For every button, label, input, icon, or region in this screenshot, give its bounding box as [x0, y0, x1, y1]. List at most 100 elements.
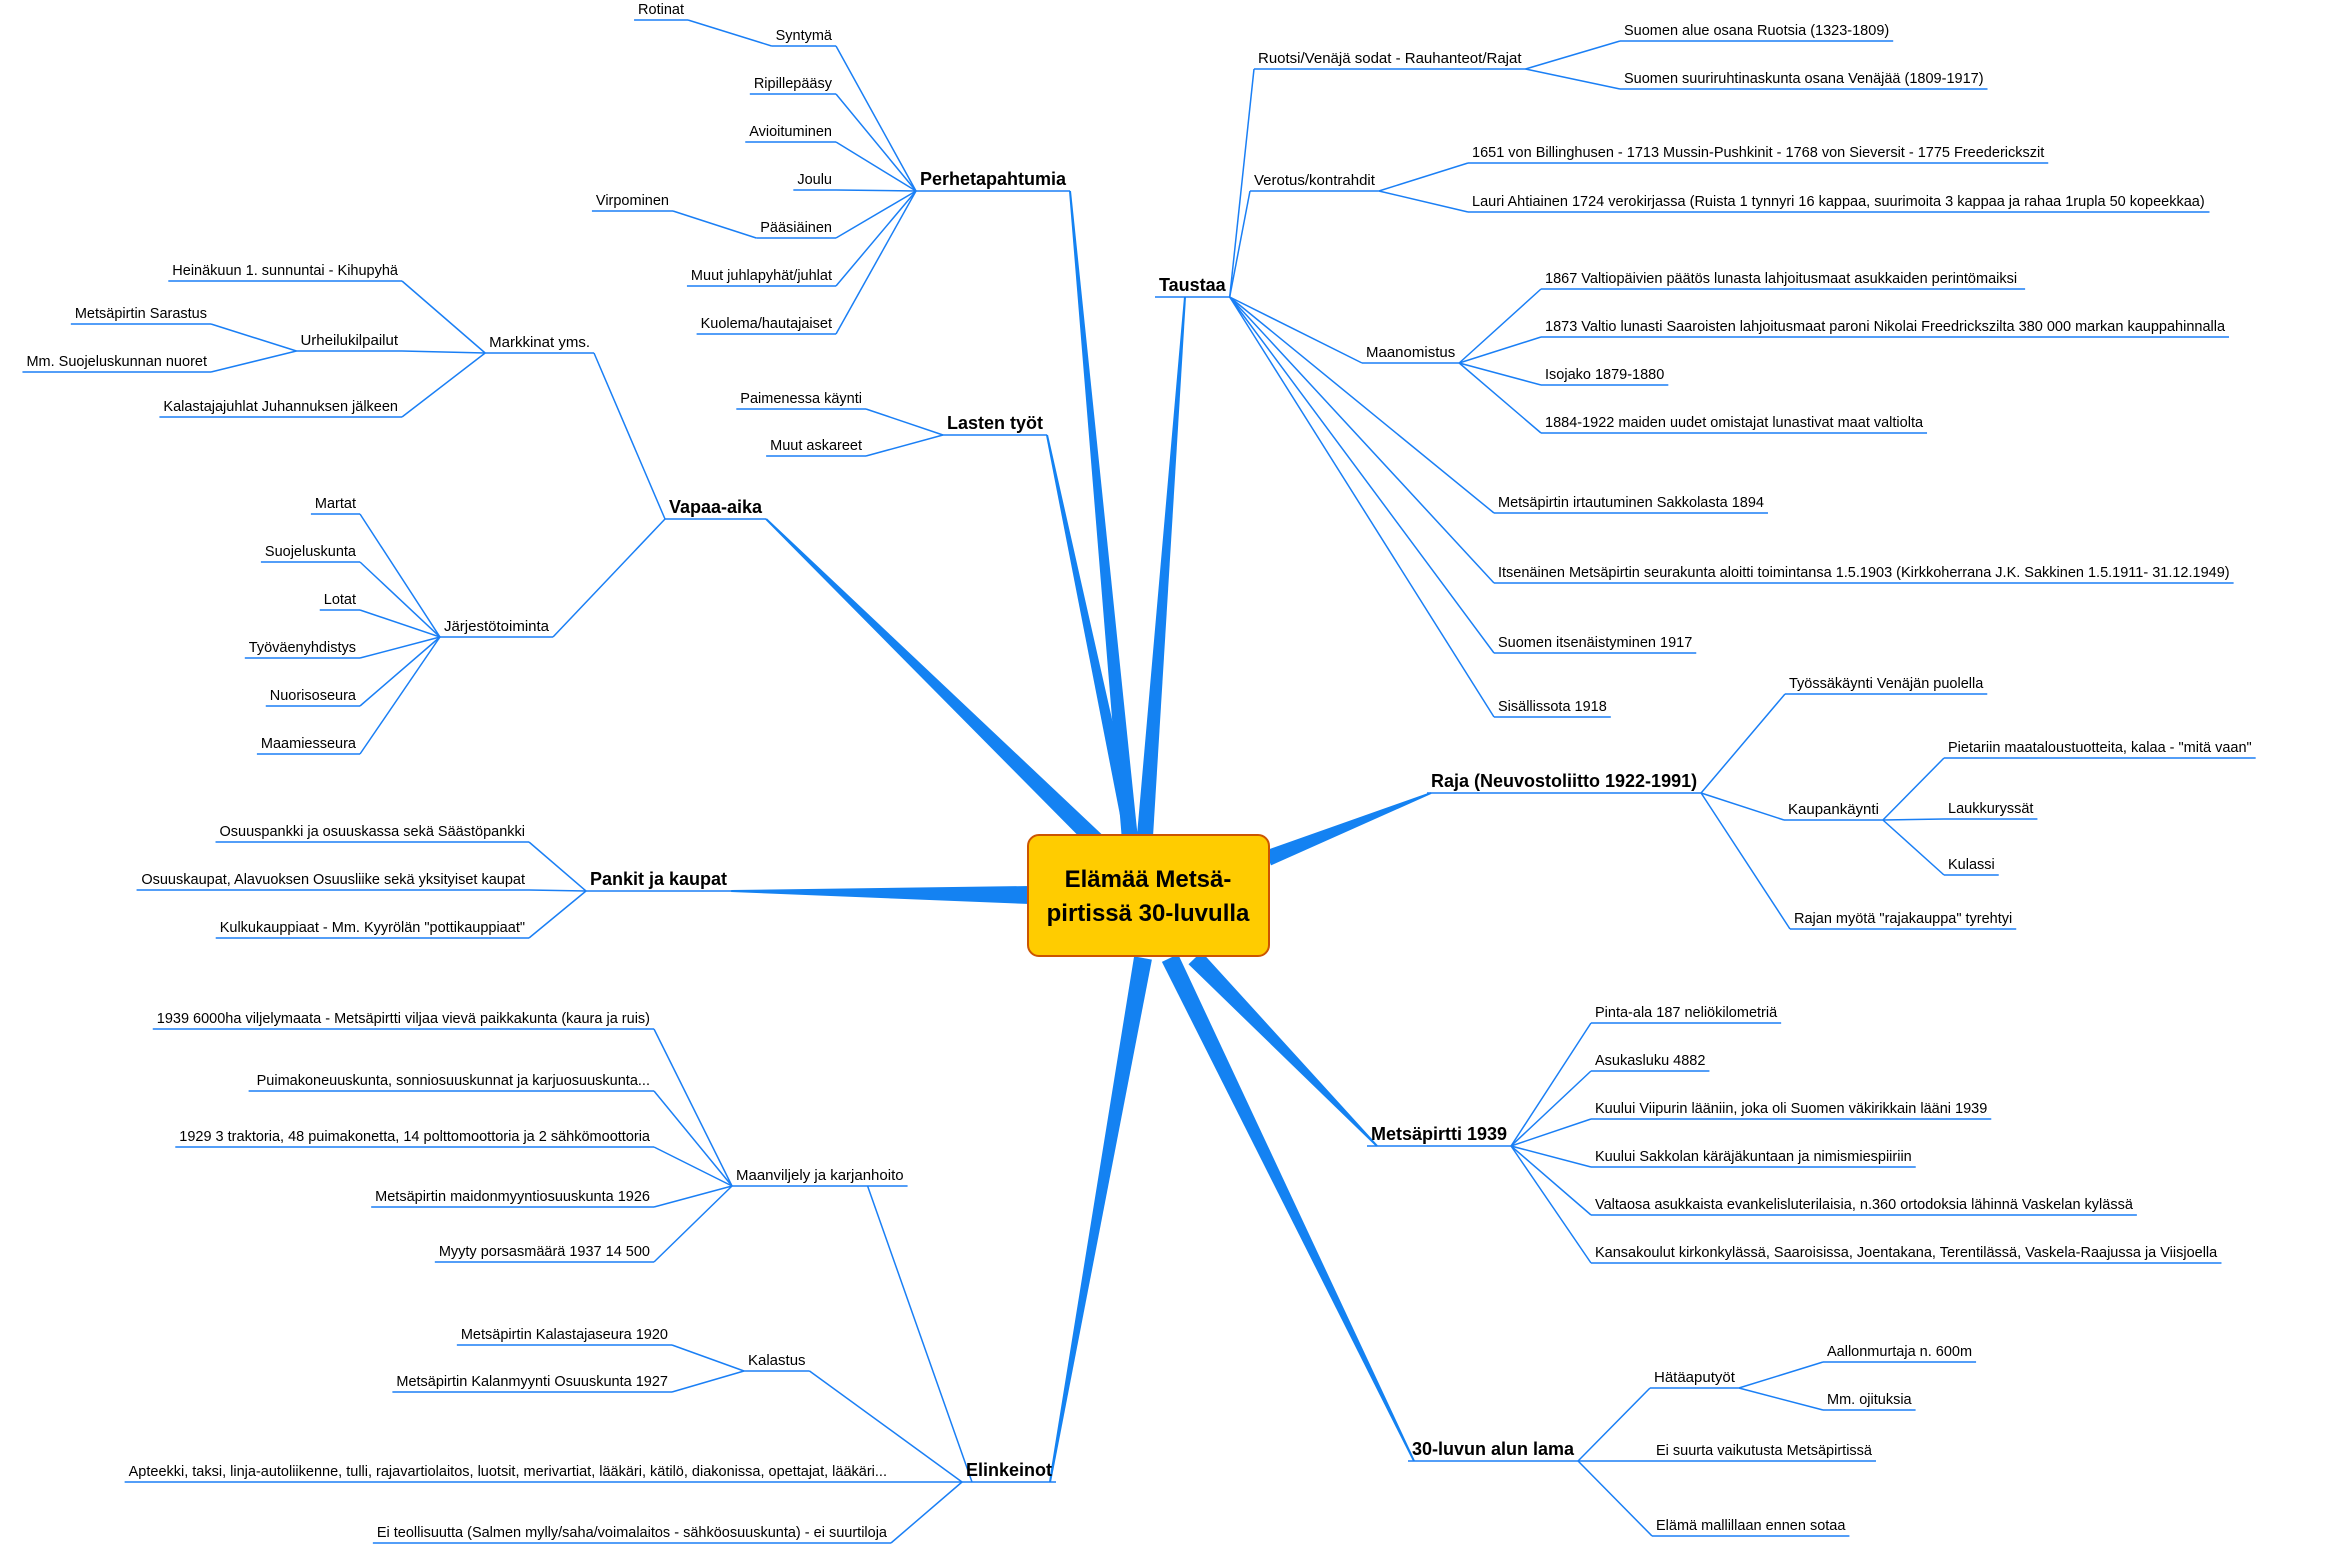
topic-suomen-suuriruhtinaskunta-osana-ven-j-18[interactable]: Suomen suuriruhtinaskunta osana Venäjää … — [1624, 71, 1984, 87]
topic-osuuspankki-ja-osuuskassa-sek-s-st-pankk[interactable]: Osuuspankki ja osuuskassa sekä Säästöpan… — [220, 824, 525, 840]
topic-aallonmurtaja-n-600m[interactable]: Aallonmurtaja n. 600m — [1827, 1344, 1972, 1360]
branch-elinkeinot[interactable]: Elinkeinot — [966, 1460, 1052, 1480]
branch-line — [1378, 190, 1469, 213]
branch-line — [359, 636, 441, 659]
topic-isojako-1879-1880[interactable]: Isojako 1879-1880 — [1545, 367, 1664, 383]
branch-lasten-tyot[interactable]: Lasten työt — [947, 413, 1043, 433]
topic-mets-pirtin-irtautuminen-sakkolasta-1894[interactable]: Metsäpirtin irtautuminen Sakkolasta 1894 — [1498, 495, 1764, 511]
topic-lauri-ahtiainen-1724-verokirjassa-ruista[interactable]: Lauri Ahtiainen 1724 verokirjassa (Ruist… — [1472, 194, 2205, 210]
topic-1873-valtio-lunasti-saaroisten-lahjoitus[interactable]: 1873 Valtio lunasti Saaroisten lahjoitus… — [1545, 319, 2226, 335]
topic-ei-teollisuutta-salmen-mylly-saha-voimal[interactable]: Ei teollisuutta (Salmen mylly/saha/voima… — [377, 1525, 888, 1541]
topic-verotus[interactable]: Verotus/kontrahdit — [1254, 172, 1376, 189]
topic-rajan-my-t-rajakauppa-tyrehtyi[interactable]: Rajan myötä "rajakauppa" tyrehtyi — [1794, 911, 2012, 927]
topic-kansakoulut-kirkonkyl-ss-saaroisissa-joe[interactable]: Kansakoulut kirkonkylässä, Saaroisissa, … — [1595, 1245, 2218, 1261]
topic-rotinat[interactable]: Rotinat — [638, 2, 684, 18]
branch-taustaa[interactable]: Taustaa — [1159, 275, 1227, 295]
topic-nuorisoseura[interactable]: Nuorisoseura — [270, 688, 357, 704]
topic-maanviljely[interactable]: Maanviljely ja karjanhoito — [736, 1167, 904, 1184]
branch-line — [1510, 1145, 1592, 1168]
branch-line — [359, 561, 441, 638]
topic-el-m-mallillaan-ennen-sotaa[interactable]: Elämä mallillaan ennen sotaa — [1656, 1518, 1846, 1534]
topic-mets-pirtin-kalastajaseura-1920[interactable]: Metsäpirtin Kalastajaseura 1920 — [461, 1327, 668, 1343]
topic-pietariin-maataloustuotteita-kalaa-mit-v[interactable]: Pietariin maataloustuotteita, kalaa - "m… — [1948, 740, 2252, 756]
branch-line — [1700, 693, 1786, 794]
topic-1651-von-billinghusen-1713-mussin-pushki[interactable]: 1651 von Billinghusen - 1713 Mussin-Push… — [1472, 145, 2044, 161]
topic-kaupankaynti[interactable]: Kaupankäynti — [1788, 801, 1879, 818]
topic-kulassi[interactable]: Kulassi — [1948, 857, 1995, 873]
branch-metsapirtti-1939[interactable]: Metsäpirtti 1939 — [1371, 1124, 1507, 1144]
branch-perhetapahtumia[interactable]: Perhetapahtumia — [920, 169, 1067, 189]
topic-apteekki-taksi-linja-autoliikenne-tulli-[interactable]: Apteekki, taksi, linja-autoliikenne, tul… — [129, 1464, 887, 1480]
topic-1929-3-traktoria-48-puimakonetta-14-polt[interactable]: 1929 3 traktoria, 48 puimakonetta, 14 po… — [179, 1129, 651, 1145]
topic-kalastajajuhlat-juhannuksen-j-lkeen[interactable]: Kalastajajuhlat Juhannuksen jälkeen — [163, 399, 398, 415]
topic-1939-6000ha-viljelymaata-mets-pirtti-vil[interactable]: 1939 6000ha viljelymaata - Metsäpirtti v… — [157, 1011, 650, 1027]
topic-laukkuryss-t[interactable]: Laukkuryssät — [1948, 801, 2033, 817]
branch-line — [1458, 288, 1542, 364]
topic-mm-suojeluskunnan-nuoret[interactable]: Mm. Suojeluskunnan nuoret — [26, 354, 207, 370]
branch-line — [1882, 818, 1945, 821]
topic-muut-juhlapyh-t-juhlat[interactable]: Muut juhlapyhät/juhlat — [691, 268, 832, 284]
topic-hataaputyot[interactable]: Hätäaputyöt — [1654, 1369, 1736, 1386]
topic-ei-suurta-vaikutusta-mets-pirtiss[interactable]: Ei suurta vaikutusta Metsäpirtissä — [1656, 1443, 1873, 1459]
branch-pankit-ja-kaupat[interactable]: Pankit ja kaupat — [590, 869, 727, 889]
topic-maanomistus[interactable]: Maanomistus — [1366, 344, 1455, 361]
topic-1867-valtiop-ivien-p-t-s-lunasta-lahjoit[interactable]: 1867 Valtiopäivien päätös lunasta lahjoi… — [1545, 271, 2017, 287]
branch-line — [865, 434, 944, 457]
topic-paimenessa-k-ynti[interactable]: Paimenessa käynti — [740, 391, 862, 407]
branch-line — [359, 636, 441, 755]
topic-hein-kuun-1-sunnuntai-kihupyh[interactable]: Heinäkuun 1. sunnuntai - Kihupyhä — [172, 263, 399, 279]
branch-raja[interactable]: Raja (Neuvostoliitto 1922-1991) — [1431, 771, 1697, 791]
topic-itsen-inen-mets-pirtin-seurakunta-aloitt[interactable]: Itsenäinen Metsäpirtin seurakunta aloitt… — [1498, 565, 2230, 581]
topic-joulu[interactable]: Joulu — [797, 172, 832, 188]
branch-line — [1458, 362, 1542, 434]
central-topic-box[interactable] — [1027, 834, 1270, 957]
topic-suomen-itsen-istyminen-1917[interactable]: Suomen itsenäistyminen 1917 — [1498, 635, 1692, 651]
branch-line — [809, 1370, 963, 1483]
topic-mets-pirtin-kalanmyynti-osuuskunta-1927[interactable]: Metsäpirtin Kalanmyynti Osuuskunta 1927 — [396, 1374, 668, 1390]
topic-ty-ss-k-ynti-ven-j-n-puolella[interactable]: Työssäkäynti Venäjän puolella — [1789, 676, 1984, 692]
central-topic[interactable]: Elämää Metsä-pirtissä 30-luvulla — [1027, 834, 1270, 957]
topic-lotat[interactable]: Lotat — [324, 592, 356, 608]
topic-osuuskaupat-alavuoksen-osuusliike-sek-yk[interactable]: Osuuskaupat, Alavuoksen Osuusliike sekä … — [141, 872, 525, 888]
branch-line — [653, 1185, 733, 1208]
topic-markkinat[interactable]: Markkinat yms. — [489, 334, 590, 351]
topic-kuolema-hautajaiset[interactable]: Kuolema/hautajaiset — [701, 316, 832, 332]
branch-line — [1229, 296, 1495, 718]
topic-ripillep-sy[interactable]: Ripillepääsy — [754, 76, 833, 92]
topic-kalastus[interactable]: Kalastus — [748, 1352, 806, 1369]
topic-myyty-porsasm-r-1937-14-500[interactable]: Myyty porsasmäärä 1937 14 500 — [439, 1244, 650, 1260]
branch-lama[interactable]: 30-luvun alun lama — [1412, 1439, 1575, 1459]
topic-asukasluku-4882[interactable]: Asukasluku 4882 — [1595, 1053, 1705, 1069]
branch-line — [835, 190, 917, 335]
branch-line — [890, 1481, 963, 1544]
topic-maamiesseura[interactable]: Maamiesseura — [261, 736, 357, 752]
topic-jarjestotoiminta[interactable]: Järjestötoiminta — [444, 618, 550, 635]
topic-mets-pirtin-sarastus[interactable]: Metsäpirtin Sarastus — [75, 306, 207, 322]
connector-perhetapahtumia — [1069, 190, 1138, 841]
topic-ty-v-enyhdistys[interactable]: Työväenyhdistys — [249, 640, 356, 656]
branch-line — [1510, 1022, 1592, 1147]
topic-kulkukauppiaat-mm-kyyr-l-n-pottikauppiaa[interactable]: Kulkukauppiaat - Mm. Kyyrölän "pottikaup… — [220, 920, 525, 936]
branch-vapaa-aika[interactable]: Vapaa-aika — [669, 497, 763, 517]
topic-virpominen[interactable]: Virpominen — [596, 193, 669, 209]
topic-syntym[interactable]: Syntymä — [776, 28, 833, 44]
topic-sis-llissota-1918[interactable]: Sisällissota 1918 — [1498, 699, 1607, 715]
topic-suomen-alue-osana-ruotsia-1323-1809[interactable]: Suomen alue osana Ruotsia (1323-1809) — [1624, 23, 1889, 39]
topic-mm-ojituksia[interactable]: Mm. ojituksia — [1827, 1392, 1913, 1408]
topic-kuului-sakkolan-k-r-j-kuntaan-ja-nimismi[interactable]: Kuului Sakkolan käräjäkuntaan ja nimismi… — [1595, 1149, 1912, 1165]
topic-martat[interactable]: Martat — [315, 496, 356, 512]
topic-urheilukilpailut[interactable]: Urheilukilpailut — [300, 332, 398, 349]
topic-ruotsi-venaja[interactable]: Ruotsi/Venäjä sodat - Rauhanteot/Rajat — [1258, 50, 1522, 67]
topic-kuului-viipurin-l-niin-joka-oli-suomen-v[interactable]: Kuului Viipurin lääniin, joka oli Suomen… — [1595, 1101, 1987, 1117]
topic-avioituminen[interactable]: Avioituminen — [749, 124, 832, 140]
topic-muut-askareet[interactable]: Muut askareet — [770, 438, 862, 454]
branch-line — [528, 889, 587, 892]
topic-mets-pirtin-maidonmyyntiosuuskunta-1926[interactable]: Metsäpirtin maidonmyyntiosuuskunta 1926 — [375, 1189, 650, 1205]
topic-puimakoneuuskunta-sonniosuuskunnat-ja-ka[interactable]: Puimakoneuuskunta, sonniosuuskunnat ja k… — [257, 1073, 650, 1089]
topic-p-si-inen[interactable]: Pääsiäinen — [760, 220, 832, 236]
topic-suojeluskunta[interactable]: Suojeluskunta — [265, 544, 357, 560]
topic-valtaosa-asukkaista-evankelisluterilaisi[interactable]: Valtaosa asukkaista evankelisluterilaisi… — [1595, 1197, 2134, 1213]
topic-pinta-ala-187-neli-kilometri[interactable]: Pinta-ala 187 neliökilometriä — [1595, 1005, 1778, 1021]
topic-1884-1922-maiden-uudet-omistajat-lunasti[interactable]: 1884-1922 maiden uudet omistajat lunasti… — [1545, 415, 1924, 431]
branch-line — [1882, 819, 1945, 876]
